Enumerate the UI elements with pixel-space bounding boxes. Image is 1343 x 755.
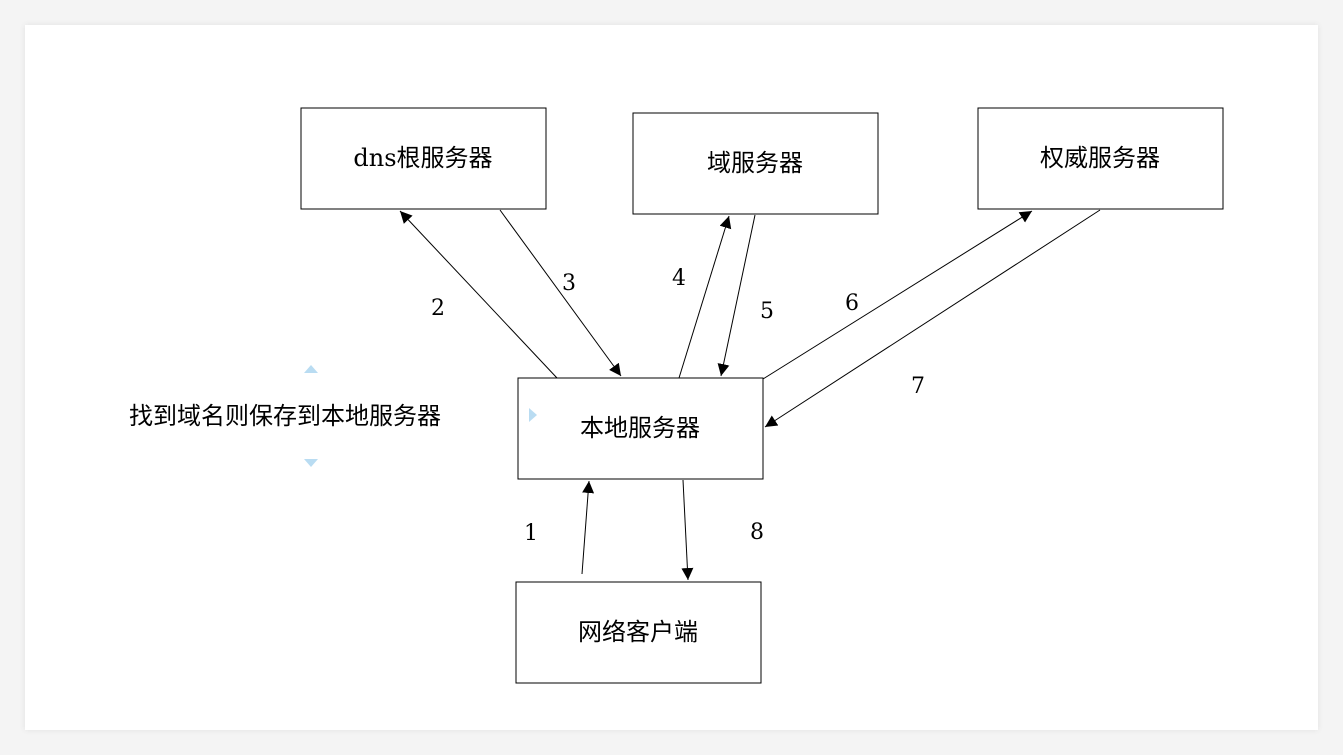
edge-4-arrow (678, 215, 732, 379)
edge-5-arrow (717, 214, 756, 377)
edge-2-label: 2 (431, 296, 445, 321)
edge-7-arrow (764, 209, 1101, 428)
edge-6-label: 6 (845, 291, 859, 316)
edge-7-label: 7 (911, 374, 925, 399)
edge-1-arrow (581, 480, 595, 575)
edge-6-arrow (762, 210, 1033, 380)
edge-8-label: 8 (750, 520, 764, 545)
node-client[interactable]: 网络客户端 (515, 581, 762, 684)
node-root-dns[interactable]: dns根服务器 (300, 107, 547, 210)
edge-8-arrow (681, 479, 694, 581)
node-local-server[interactable]: 本地服务器 (517, 377, 764, 480)
node-domain-server[interactable]: 域服务器 (632, 112, 879, 215)
resize-handle-right-icon[interactable] (529, 408, 537, 422)
node-domain-server-label: 域服务器 (707, 149, 803, 177)
node-client-label: 网络客户端 (578, 618, 698, 646)
edge-3-label: 3 (562, 271, 576, 296)
node-authoritative-server-label: 权威服务器 (1040, 144, 1160, 172)
node-root-dns-label: dns根服务器 (353, 144, 492, 172)
resize-handle-down-icon[interactable] (304, 459, 318, 467)
edge-3-arrow (499, 209, 622, 377)
node-authoritative-server[interactable]: 权威服务器 (977, 107, 1224, 210)
edge-1-label: 1 (524, 521, 538, 546)
edge-5-label: 5 (760, 299, 774, 324)
edge-2-arrow (399, 210, 558, 379)
node-local-server-label: 本地服务器 (580, 414, 700, 442)
edge-4-label: 4 (672, 266, 686, 291)
resize-handle-up-icon[interactable] (304, 365, 318, 373)
note-text: 找到域名则保存到本地服务器 (129, 402, 441, 430)
